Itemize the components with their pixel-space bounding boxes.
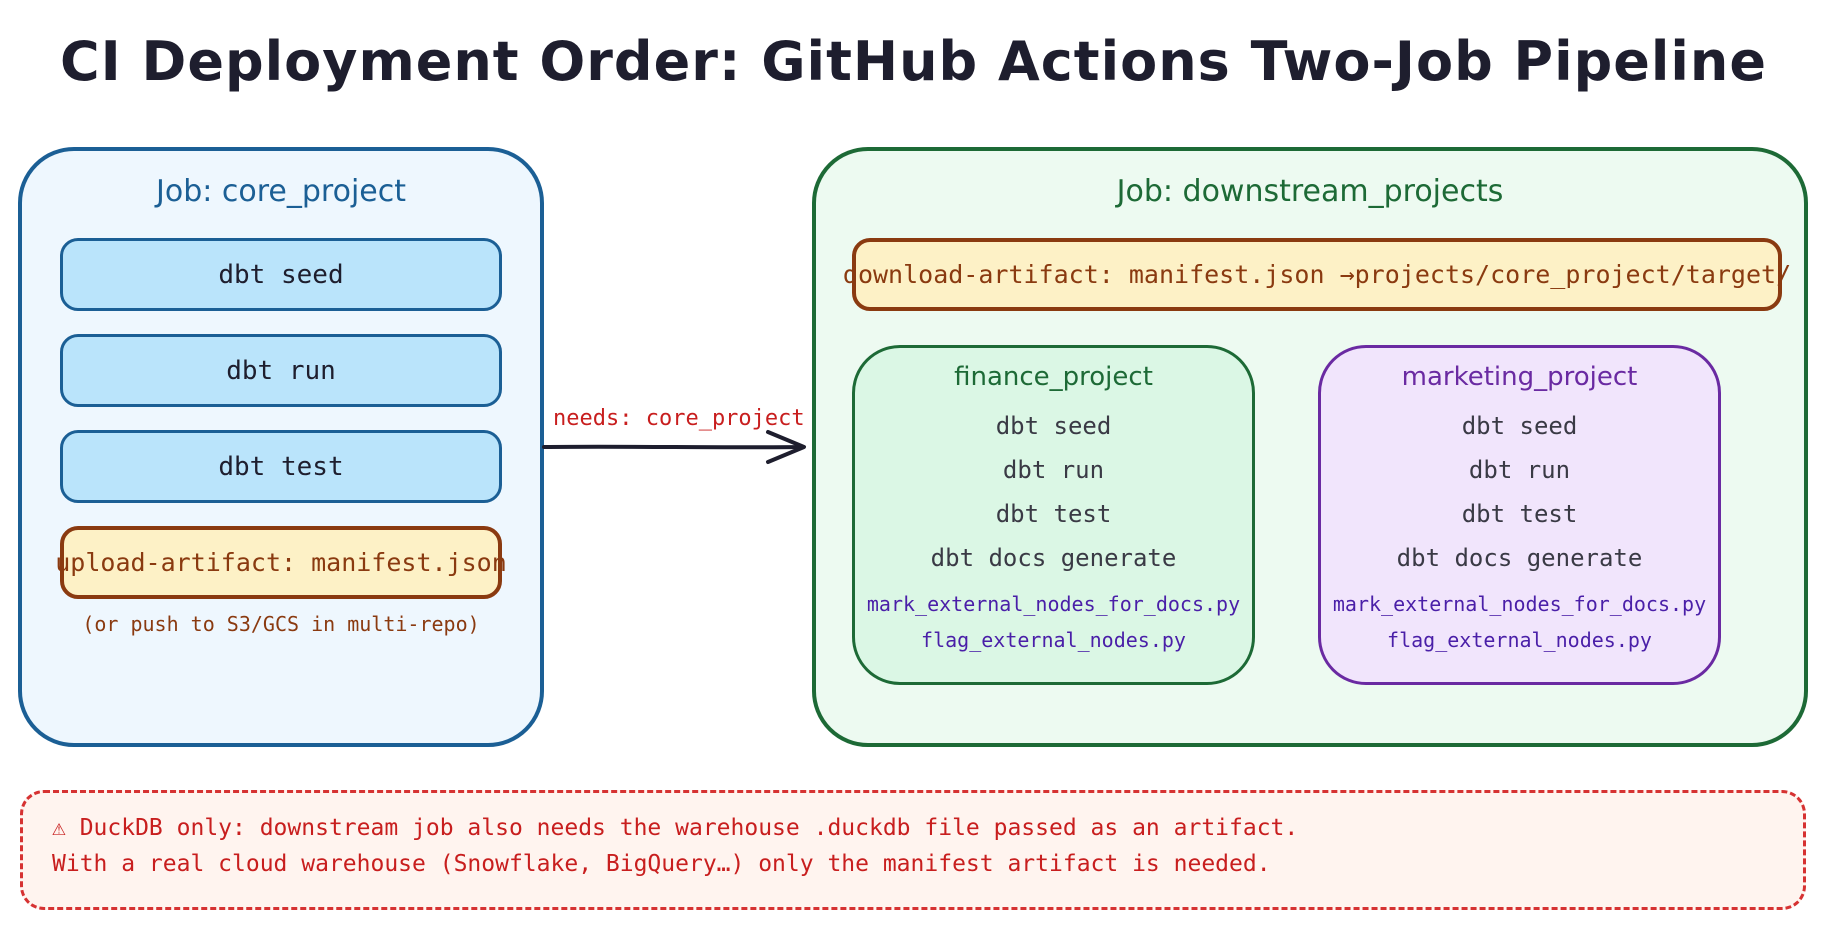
marketing-script-mark-external: mark_external_nodes_for_docs.py [1332, 592, 1707, 616]
core-step-seed: dbt seed [60, 238, 502, 311]
upload-artifact-step: upload-artifact: manifest.json [55, 526, 507, 599]
finance-cmd-test: dbt test [995, 500, 1112, 528]
download-artifact-step: download-artifact: manifest.json →projec… [843, 238, 1791, 311]
marketing-project-title: marketing_project [1401, 362, 1638, 392]
finance-cmd-docs-generate: dbt docs generate [930, 544, 1177, 572]
core-step-test: dbt test [60, 430, 502, 503]
duckdb-warning-box [20, 790, 1806, 910]
core-step-run: dbt run [60, 334, 502, 407]
finance-script-flag-external: flag_external_nodes.py [921, 628, 1186, 652]
finance-project-box [852, 345, 1255, 685]
upload-artifact-note: (or push to S3/GCS in multi-repo) [82, 612, 480, 636]
downstream-job-label: Job: downstream_projects [1116, 174, 1504, 209]
duckdb-warning-line-1: ⚠ DuckDB only: downstream job also needs… [52, 815, 1299, 841]
needs-edge-label: needs: core_project [553, 406, 805, 431]
marketing-cmd-docs-generate: dbt docs generate [1396, 544, 1643, 572]
marketing-project-box [1318, 345, 1721, 685]
finance-project-title: finance_project [954, 362, 1153, 392]
needs-arrow [542, 430, 806, 464]
finance-cmd-run: dbt run [1002, 456, 1105, 484]
marketing-cmd-run: dbt run [1468, 456, 1571, 484]
marketing-cmd-test: dbt test [1461, 500, 1578, 528]
duckdb-warning-line-2: With a real cloud warehouse (Snowflake, … [52, 851, 1271, 877]
finance-cmd-seed: dbt seed [995, 412, 1112, 440]
finance-script-mark-external: mark_external_nodes_for_docs.py [866, 592, 1241, 616]
marketing-cmd-seed: dbt seed [1461, 412, 1578, 440]
core-project-job-label: Job: core_project [156, 174, 406, 209]
diagram-title: CI Deployment Order: GitHub Actions Two-… [60, 30, 1767, 93]
marketing-script-flag-external: flag_external_nodes.py [1387, 628, 1652, 652]
